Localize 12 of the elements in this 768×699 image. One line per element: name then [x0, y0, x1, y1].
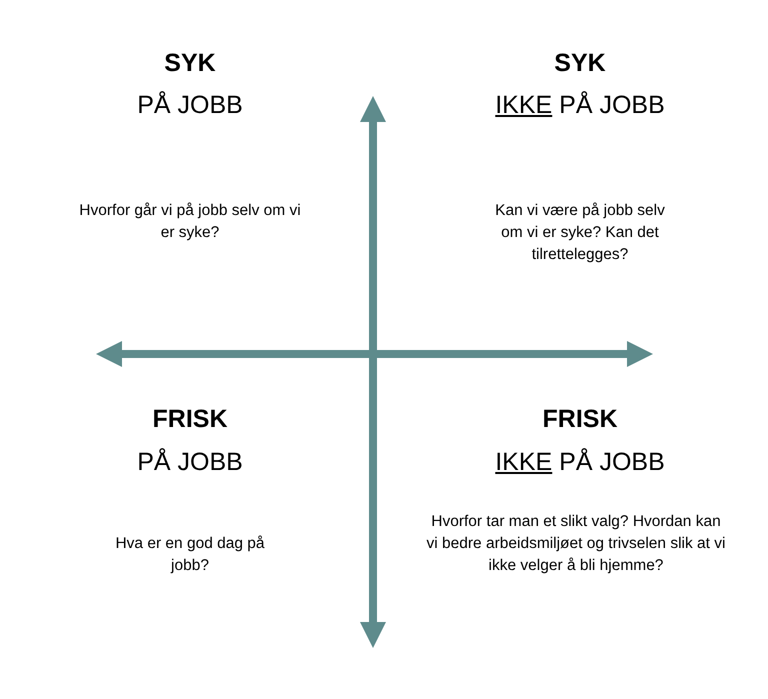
quadrant-subheading: IKKE PÅ JOBB — [495, 447, 665, 477]
quadrant-heading: FRISK — [542, 404, 618, 434]
question-text: Hva er en god dag på jobb? — [115, 534, 265, 576]
quadrant-heading: FRISK — [152, 404, 228, 434]
quadrant-heading: SYK — [554, 48, 606, 78]
question-text: Kan vi være på jobb selv om vi er syke? Kan det tilrettelegges? — [494, 201, 666, 265]
question-text: Hvorfor tar man et slikt valg? Hvordan kan vi bedre arbeidsmiljøet og trivselen slik at vi ikke velger å bli hjemme? — [426, 512, 726, 576]
quadrant-subheading: PÅ JOBB — [137, 447, 243, 477]
quadrant-heading: SYK — [164, 48, 216, 78]
question-text: Hvorfor går vi på jobb selv om vi er syke? — [78, 201, 302, 243]
quadrant-subheading: PÅ JOBB — [137, 90, 243, 120]
quadrant-subheading: IKKE PÅ JOBB — [495, 90, 665, 120]
